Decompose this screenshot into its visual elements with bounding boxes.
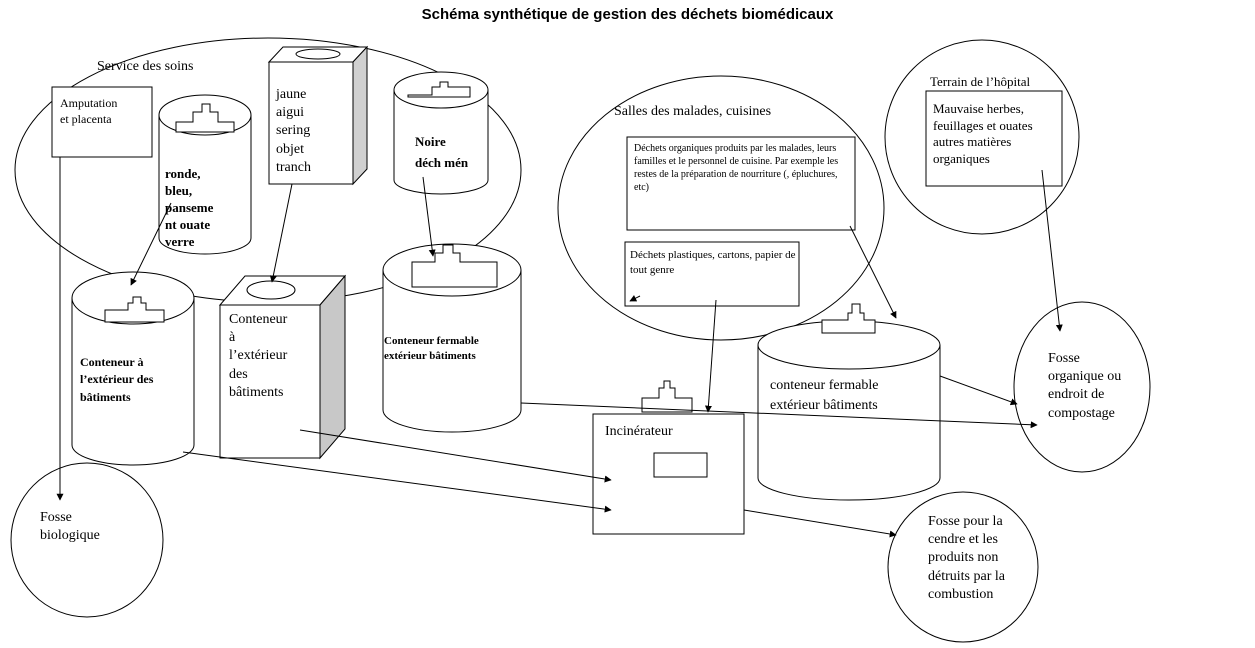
fosse-cendre-label: Fosse pour la cendre et les produits non… xyxy=(928,514,1005,602)
noire-bin-label: Noire déch mén xyxy=(415,134,469,170)
terrain-label: Terrain de l’hôpital xyxy=(930,74,1031,89)
terrain-ellipse xyxy=(884,39,1080,235)
amputation-box xyxy=(51,86,153,158)
arrow-cyl2-fosse xyxy=(939,375,1018,406)
salles-ellipse xyxy=(557,75,885,341)
ronde-bin-label: ronde, bleu, panseme nt ouate verre xyxy=(165,166,214,249)
arrow-left-incin xyxy=(182,451,612,513)
arrow-terrain-fosse xyxy=(1041,169,1063,332)
fosse-organique-circle xyxy=(1013,301,1151,473)
conteneur-fermable-cylinder-2 xyxy=(757,303,941,501)
plastic-waste-label: Déchets plastiques, cartons, papier de t… xyxy=(630,249,796,277)
noire-bin xyxy=(393,71,489,195)
jaune-box xyxy=(267,45,369,186)
conteneur-fermable-cylinder-1 xyxy=(382,243,522,433)
organic-waste-box xyxy=(626,136,856,231)
fosse-cendre-circle xyxy=(887,491,1039,643)
conteneur-left-label: Conteneur à l’extérieur des bâtiments xyxy=(80,355,154,404)
plastic-waste-box xyxy=(624,241,800,307)
arrow-box-incin xyxy=(299,429,612,483)
arrow-jaune-box xyxy=(269,183,293,283)
arrow-incin-cendre xyxy=(743,509,897,538)
incinerateur xyxy=(592,380,745,535)
service-soins-label: Service des soins xyxy=(97,59,194,74)
terrain-box xyxy=(925,90,1063,187)
arrow-noire-cyl xyxy=(422,176,436,257)
fosse-biologique-label: Fosse biologique xyxy=(40,510,100,544)
conteneur-fermable-1-label: Conteneur fermable extérieur bâtiments xyxy=(384,335,479,363)
incinerateur-label: Incinérateur xyxy=(605,424,673,439)
arrow-plastic-incin xyxy=(704,299,717,413)
fosse-biologique-circle xyxy=(10,462,164,618)
arrow-plastic-left xyxy=(629,295,641,302)
diagram-title: Schéma synthétique de gestion des déchet… xyxy=(421,6,834,23)
conteneur-box-label: Conteneur à l’extérieur des bâtiments xyxy=(229,312,288,400)
arrow-ronde-conteneur xyxy=(130,202,172,286)
organic-waste-label: Déchets organiques produits par les mala… xyxy=(634,143,839,193)
arrow-fermable-fosse xyxy=(520,402,1038,429)
amputation-label: Amputation et placenta xyxy=(60,96,118,126)
mauvaise-herbes-label: Mauvaise herbes, feuillages et ouates au… xyxy=(933,101,1033,166)
conteneur-fermable-2-label: conteneur fermable extérieur bâtiments xyxy=(770,378,879,413)
fosse-organique-label: Fosse organique ou endroit de compostage xyxy=(1048,351,1122,421)
conteneur-box xyxy=(218,274,347,460)
conteneur-cylinder-left xyxy=(71,271,195,466)
jaune-box-label: jaune aigui sering objet tranch xyxy=(276,87,311,175)
salles-label: Salles des malades, cuisines xyxy=(614,104,772,119)
ronde-bin xyxy=(158,94,252,255)
arrow-organic-fosse xyxy=(849,225,897,319)
